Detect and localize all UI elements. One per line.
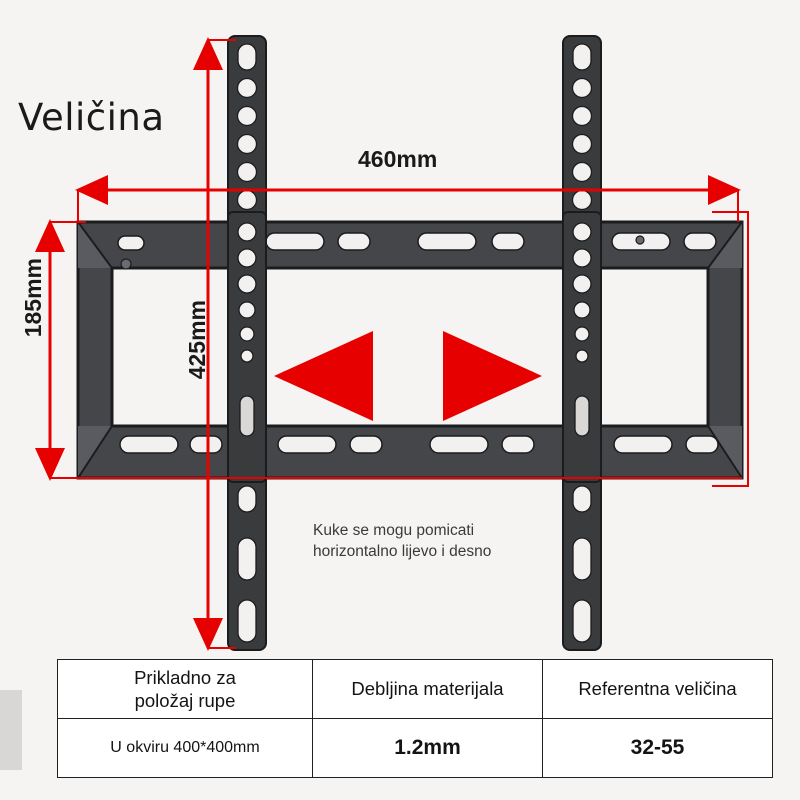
inner-height-dimension-label: 425mm <box>184 300 210 380</box>
spec-header-hole-position-label: Prikladno za položaj rupe <box>134 666 236 711</box>
hook-movement-note: Kuke se mogu pomicati horizontalno lijev… <box>313 522 492 560</box>
spec-value-reference-size-label: 32-55 <box>630 736 685 759</box>
left-edge-strip <box>0 690 22 770</box>
dimension-lines <box>35 37 749 651</box>
page-title: Veličina <box>18 96 165 139</box>
spec-value-hole-position: U okviru 400*400mm <box>58 719 313 777</box>
spec-header-material-thickness-label: Debljina materijala <box>351 678 504 700</box>
height-dimension-label: 185mm <box>20 258 46 338</box>
width-dimension-label: 460mm <box>358 146 438 172</box>
sliding-hooks <box>227 211 602 483</box>
plate-details <box>120 235 645 270</box>
plate-slots-bottom <box>119 435 719 454</box>
spec-table-header-row: Prikladno za položaj rupe Debljina mater… <box>58 660 772 719</box>
spec-header-hole-position: Prikladno za položaj rupe <box>58 660 313 718</box>
spec-value-material-thickness-label: 1.2mm <box>394 736 461 759</box>
spec-table: Prikladno za položaj rupe Debljina mater… <box>57 659 773 778</box>
spec-value-material-thickness: 1.2mm <box>313 719 543 777</box>
spec-value-hole-position-label: U okviru 400*400mm <box>110 739 260 756</box>
spec-header-material-thickness: Debljina materijala <box>313 660 543 718</box>
spec-table-value-row: U okviru 400*400mm 1.2mm 32-55 <box>58 719 772 777</box>
spec-header-reference-size-label: Referentna veličina <box>578 678 737 700</box>
sliding-hook-holes <box>237 222 592 437</box>
spec-value-reference-size: 32-55 <box>543 719 772 777</box>
spec-header-reference-size: Referentna veličina <box>543 660 772 718</box>
